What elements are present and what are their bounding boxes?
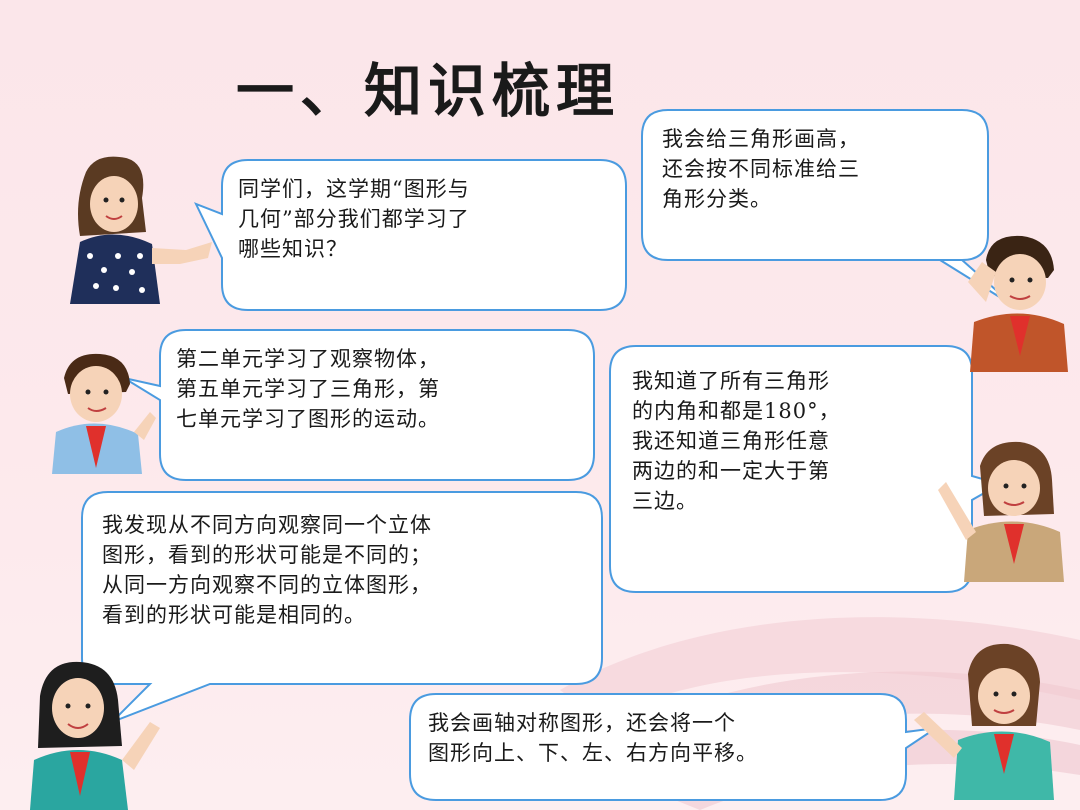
boy-units-illustration (52, 353, 156, 474)
triangle-height-speech: 我会给三角形画高， 还会按不同标准给三 角形分类。 (662, 127, 860, 211)
page-title: 一、知识梳理 (236, 57, 621, 125)
boy-height-illustration (968, 235, 1068, 372)
units-speech: 第二单元学习了观察物体， 第五单元学习了三角形，第 七单元学习了图形的运动。 (176, 347, 440, 431)
teacher-speech: 同学们，这学期“图形与 几何”部分我们都学习了 哪些知识？ (238, 177, 470, 261)
girl-angles-illustration (938, 441, 1064, 582)
bubble-observe (81, 491, 603, 723)
bubble-units (123, 329, 595, 481)
observe-speech: 我发现从不同方向观察同一个立体 图形，看到的形状可能是不同的； 从同一方向观察不… (102, 513, 432, 627)
angles-speech: 我知道了所有三角形 的内角和都是180°， 我还知道三角形任意 两边的和一定大于… (632, 369, 841, 513)
bubble-teacher (194, 159, 627, 311)
bubble-symmetry (409, 693, 937, 801)
girl-teacher-illustration (70, 156, 212, 304)
symmetry-speech: 我会画轴对称图形，还会将一个 图形向上、下、左、右方向平移。 (428, 711, 758, 765)
bubble-angles (609, 345, 1003, 593)
girl-symmetry-illustration (914, 643, 1054, 800)
girl-observe-illustration (30, 661, 160, 810)
